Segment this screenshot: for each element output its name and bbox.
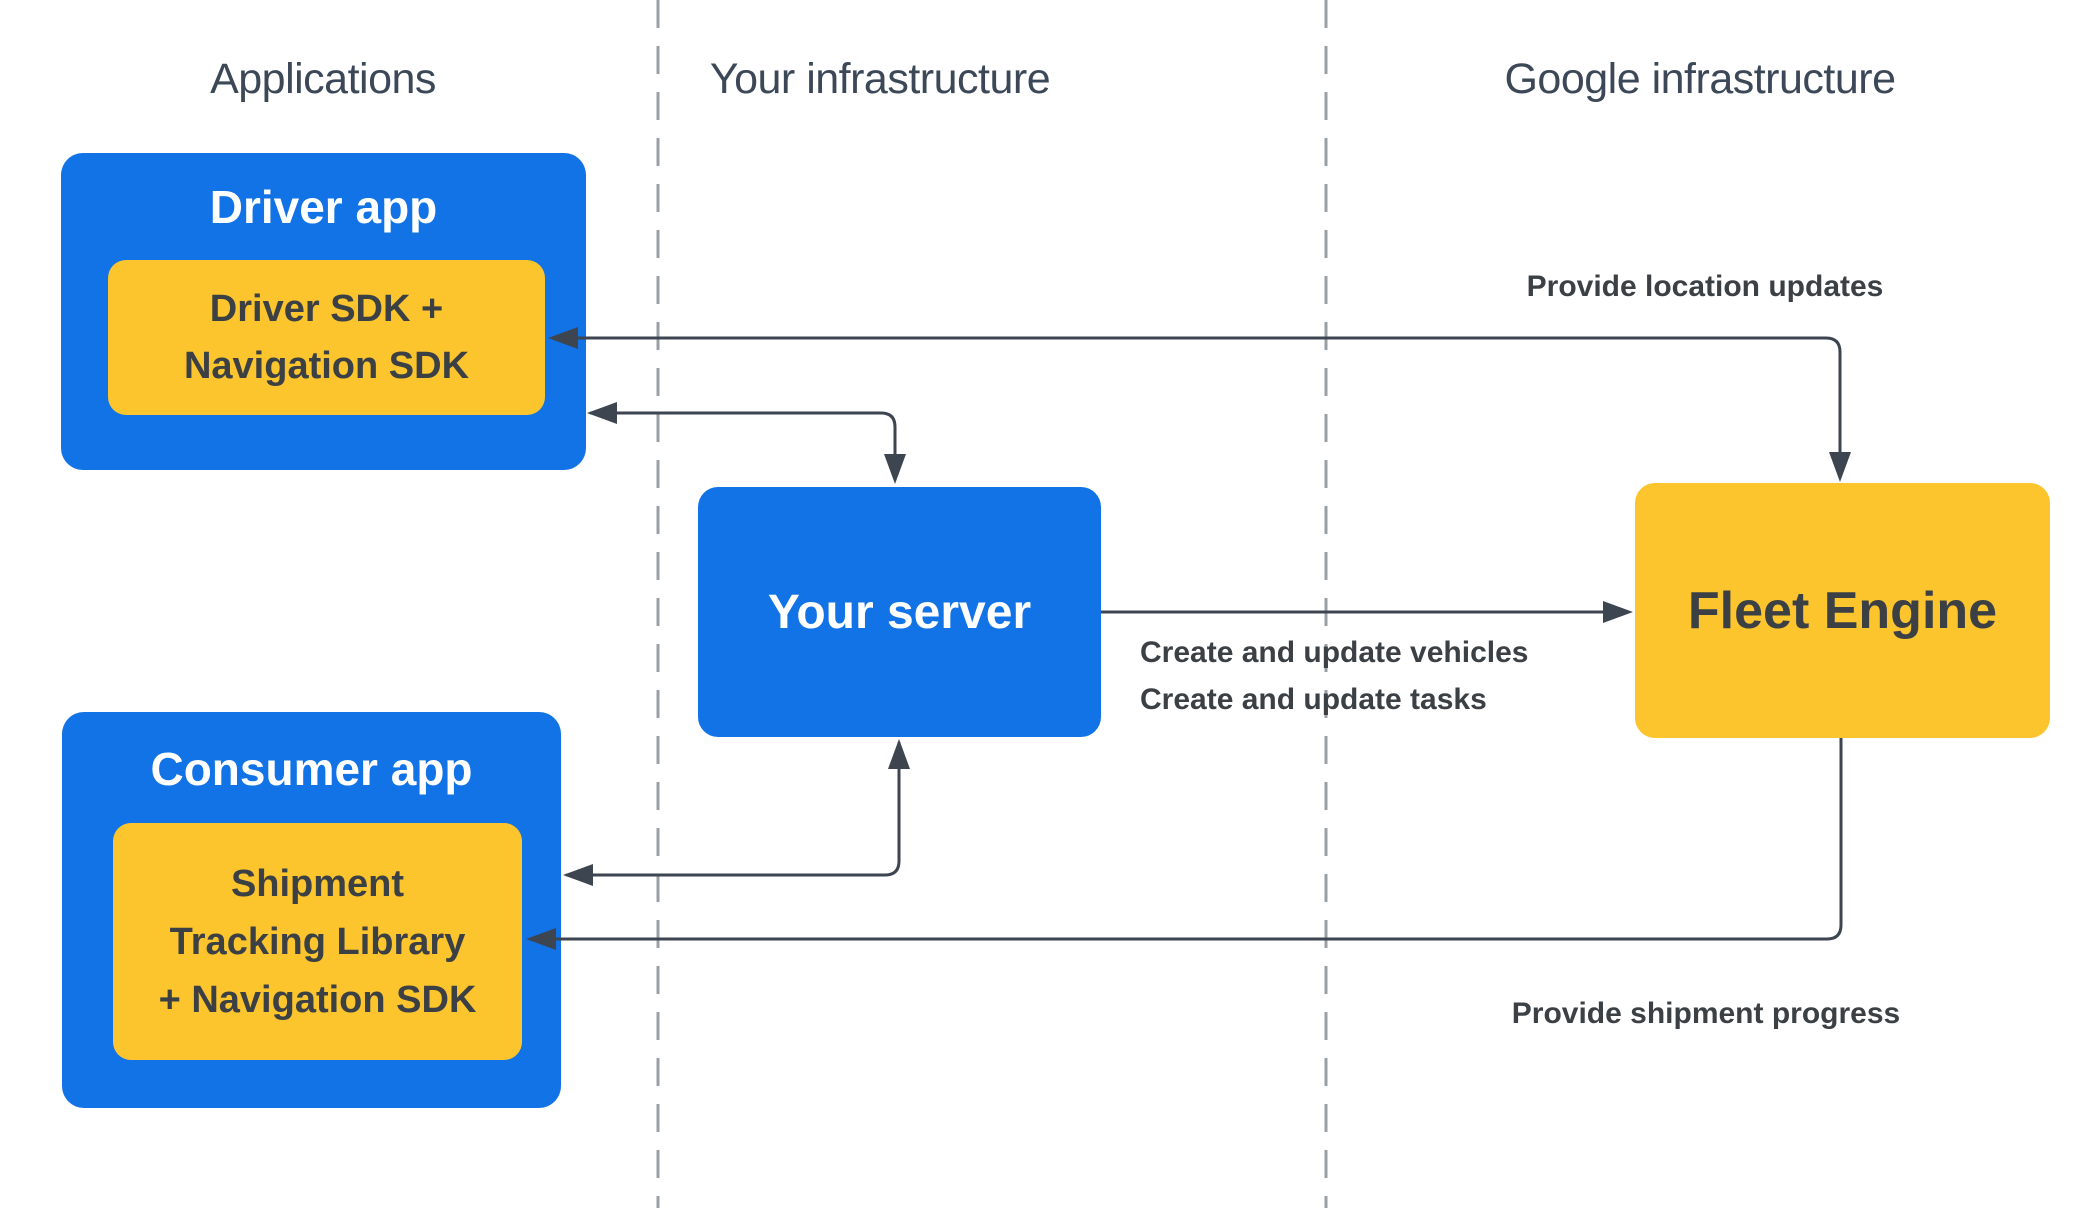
driver-sdk-line2: Navigation SDK xyxy=(183,344,470,387)
consumer-app-title: Consumer app xyxy=(150,743,473,795)
driver-sdk-line1: Driver SDK + xyxy=(209,287,444,330)
fleet-engine-box: Fleet Engine xyxy=(1635,483,2050,738)
driver-sdk-box: Driver SDK + Navigation SDK xyxy=(108,260,545,415)
driver-sdk-label: Driver SDK + Navigation SDK xyxy=(108,260,545,415)
arrowhead-into-your-server-bottom xyxy=(888,739,910,769)
driver-app-title: Driver app xyxy=(209,181,438,233)
label-provide-location-updates: Provide location updates xyxy=(1526,270,1884,303)
arrowhead-into-fleet-engine-top xyxy=(1829,452,1851,482)
your-server-title: Your server xyxy=(767,585,1032,639)
label-create-update-vehicles: Create and update vehicles xyxy=(1140,636,1529,669)
shipment-tracking-library-box: Shipment Tracking Library + Navigation S… xyxy=(113,823,522,1060)
arrow-your-server-fleet-engine xyxy=(1101,601,1633,623)
column-header-google-infrastructure: Google infrastructure xyxy=(1504,55,1896,103)
arrowhead-into-consumer-app xyxy=(563,864,593,886)
your-server-box: Your server xyxy=(698,487,1101,737)
shipment-library-line3: + Navigation SDK xyxy=(158,978,477,1021)
shipment-library-line1: Shipment xyxy=(230,862,405,905)
shipment-library-line2: Tracking Library xyxy=(169,920,466,963)
arrow-consumer-app-your-server xyxy=(563,739,910,886)
arrowhead-into-your-server-top xyxy=(884,454,906,484)
label-create-update-tasks: Create and update tasks xyxy=(1140,683,1487,716)
arrow-driver-app-your-server xyxy=(587,402,906,484)
arrowhead-into-fleet-engine-left xyxy=(1603,601,1633,623)
arrowhead-into-driver-app xyxy=(587,402,617,424)
shipment-tracking-library-label: Shipment Tracking Library + Navigation S… xyxy=(113,823,522,1060)
arrow-fleet-engine-shipment-library xyxy=(526,738,1843,950)
label-provide-shipment-progress: Provide shipment progress xyxy=(1511,997,1901,1030)
column-header-your-infrastructure: Your infrastructure xyxy=(709,55,1051,103)
column-header-applications: Applications xyxy=(210,55,436,103)
arrow-driver-sdk-fleet-engine xyxy=(548,327,1851,482)
fleet-engine-title: Fleet Engine xyxy=(1687,581,1998,640)
label-create-update: Create and update vehicles Create and up… xyxy=(1140,629,1528,723)
